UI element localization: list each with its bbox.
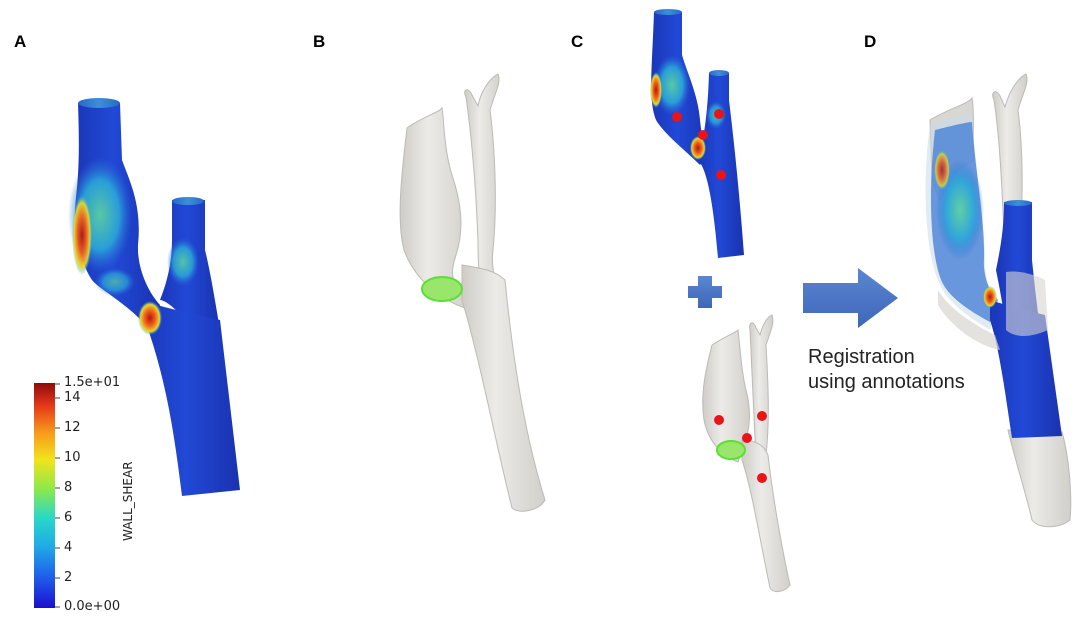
annotation-point — [757, 411, 767, 421]
colorbar-tick-label: 12 — [64, 420, 81, 435]
annotation-point — [742, 433, 752, 443]
annotation-point — [672, 112, 682, 122]
annotation-point — [757, 473, 767, 483]
panel-c-gray-vessel — [702, 314, 791, 593]
panel-label-b: B — [313, 32, 326, 51]
registration-line-1: Registration — [808, 346, 915, 368]
annotation-point — [714, 109, 724, 119]
annotation-point — [698, 130, 708, 140]
colorbar-gradient — [34, 383, 55, 608]
registration-line-2: using annotations — [808, 371, 965, 393]
panel-c-wss-vessel — [650, 9, 744, 258]
plus-icon — [688, 276, 722, 308]
colorbar-title: WALL_SHEAR — [121, 461, 135, 541]
colorbar-max-label: 1.5e+01 — [64, 375, 121, 390]
colorbar-tick-label: 6 — [64, 510, 73, 525]
colorbar-tick-label: 14 — [64, 390, 81, 405]
panel-a-vessel — [68, 98, 240, 496]
right-arrow-icon — [803, 268, 898, 328]
annotation-point — [714, 415, 724, 425]
panel-label-d: D — [864, 32, 877, 51]
colorbar-tick-label: 2 — [64, 570, 73, 585]
plaque-marker — [716, 440, 746, 460]
panel-d-vessel — [925, 73, 1072, 528]
annotation-points-top — [672, 109, 726, 180]
registration-label: Registration using annotations — [808, 345, 965, 395]
panel-b-vessel — [399, 73, 546, 512]
panel-label-c: C — [571, 32, 584, 51]
annotation-points-bottom — [714, 411, 767, 483]
colorbar-tick-label: 8 — [64, 480, 73, 495]
plaque-marker — [421, 276, 463, 302]
panel-label-a: A — [14, 32, 27, 51]
annotation-point — [716, 170, 726, 180]
colorbar-tick-label: 10 — [64, 450, 81, 465]
colorbar-min-label: 0.0e+00 — [64, 599, 121, 614]
colorbar — [34, 383, 60, 608]
colorbar-tick-label: 4 — [64, 540, 73, 555]
